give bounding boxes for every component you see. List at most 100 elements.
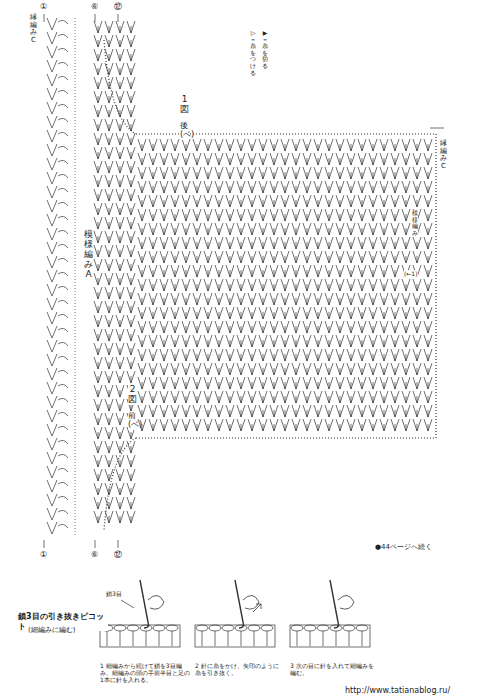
stitch-v	[362, 167, 366, 179]
stitch-stem	[109, 68, 110, 75]
stitch-v	[252, 391, 256, 403]
stitch-v	[369, 153, 373, 165]
stitch-v	[230, 335, 234, 347]
stitch-v	[131, 483, 135, 495]
stitch-v	[281, 293, 285, 305]
stitch-v	[164, 181, 168, 193]
stitch-v	[116, 259, 120, 271]
stitch-v	[175, 167, 179, 179]
stitch-v	[362, 153, 366, 165]
stitch-v	[149, 209, 153, 221]
stitch-v	[259, 363, 263, 375]
stitch-v	[116, 329, 120, 341]
stitch-stem	[318, 256, 319, 263]
stitch-v	[402, 321, 406, 333]
stitch-v	[204, 391, 208, 403]
stitch-v	[208, 167, 212, 179]
stitch-v	[142, 377, 146, 389]
stitch-v	[164, 335, 168, 347]
stitch-v	[175, 251, 179, 263]
stitch-v	[120, 105, 124, 117]
stitch-stem	[109, 236, 110, 243]
stitch-v	[182, 293, 186, 305]
stitch-v	[285, 139, 289, 151]
stitch-v	[109, 231, 113, 243]
stitch-v	[263, 209, 267, 221]
stitch-stem	[307, 368, 308, 375]
stitch-stem	[307, 396, 308, 403]
stitch-stem	[230, 270, 231, 277]
stitch-v	[307, 293, 311, 305]
stitch-v	[296, 167, 300, 179]
stitch-v	[336, 139, 340, 151]
stitch-stem	[120, 390, 121, 397]
stitch-v	[406, 335, 410, 347]
stitch-stem	[142, 354, 143, 361]
stitch-stem	[274, 270, 275, 277]
stitch-v	[329, 167, 333, 179]
stitch-v	[142, 237, 146, 249]
stitch-v	[340, 307, 344, 319]
stitch-v	[347, 181, 351, 193]
stitch-v	[347, 223, 351, 235]
stitch-v	[153, 377, 157, 389]
stitch-stem	[98, 390, 99, 397]
stitch-v	[175, 209, 179, 221]
stitch-v	[358, 265, 362, 277]
stitch-v	[171, 419, 175, 431]
stitch-v	[94, 231, 98, 243]
stitch-v	[259, 419, 263, 431]
stitch-v	[391, 363, 395, 375]
stitch-stem	[406, 228, 407, 235]
stitch-v	[215, 377, 219, 389]
stitch-v	[329, 223, 333, 235]
stitch-v	[109, 245, 113, 257]
stitch-stem	[241, 284, 242, 291]
stitch-v	[248, 265, 252, 277]
stitch-v	[336, 349, 340, 361]
stitch-v	[303, 181, 307, 193]
stitch-v	[127, 287, 131, 299]
stitch-v	[395, 363, 399, 375]
stitch-v	[285, 265, 289, 277]
stitch-v	[149, 139, 153, 151]
stitch-v	[105, 273, 109, 285]
stitch-stem	[395, 214, 396, 221]
stitch-v	[193, 195, 197, 207]
stitch-v	[149, 167, 153, 179]
stitch-v	[259, 293, 263, 305]
stitch-v	[281, 181, 285, 193]
stitch-v	[252, 181, 256, 193]
stitch-v	[219, 265, 223, 277]
stitch-stem	[109, 54, 110, 61]
stitch-stem	[131, 138, 132, 145]
stitch-v	[98, 287, 102, 299]
stitch-stem	[252, 354, 253, 361]
stitch-stem	[197, 312, 198, 319]
stitch-stem	[197, 242, 198, 249]
stitch-stem	[153, 284, 154, 291]
stitch-v	[325, 195, 329, 207]
stitch-stem	[406, 214, 407, 221]
stitch-stem	[186, 200, 187, 207]
stitch-stem	[329, 284, 330, 291]
stitch-v	[281, 307, 285, 319]
stitch-stem	[296, 312, 297, 319]
stitch-stem	[109, 502, 110, 509]
stitch-stem	[109, 390, 110, 397]
stitch-v	[175, 321, 179, 333]
stitch-stem	[142, 270, 143, 277]
stitch-stem	[384, 396, 385, 403]
stitch-v	[303, 279, 307, 291]
stitch-v	[230, 181, 234, 193]
stitch-v	[153, 419, 157, 431]
stitch-stem	[230, 186, 231, 193]
stitch-v	[336, 335, 340, 347]
stitch-stem	[197, 228, 198, 235]
stitch-v	[351, 223, 355, 235]
stitch-v	[263, 349, 267, 361]
stitch-stem	[362, 326, 363, 333]
stitch-stem	[131, 502, 132, 509]
stitch-v	[373, 307, 377, 319]
stitch-v	[120, 273, 124, 285]
